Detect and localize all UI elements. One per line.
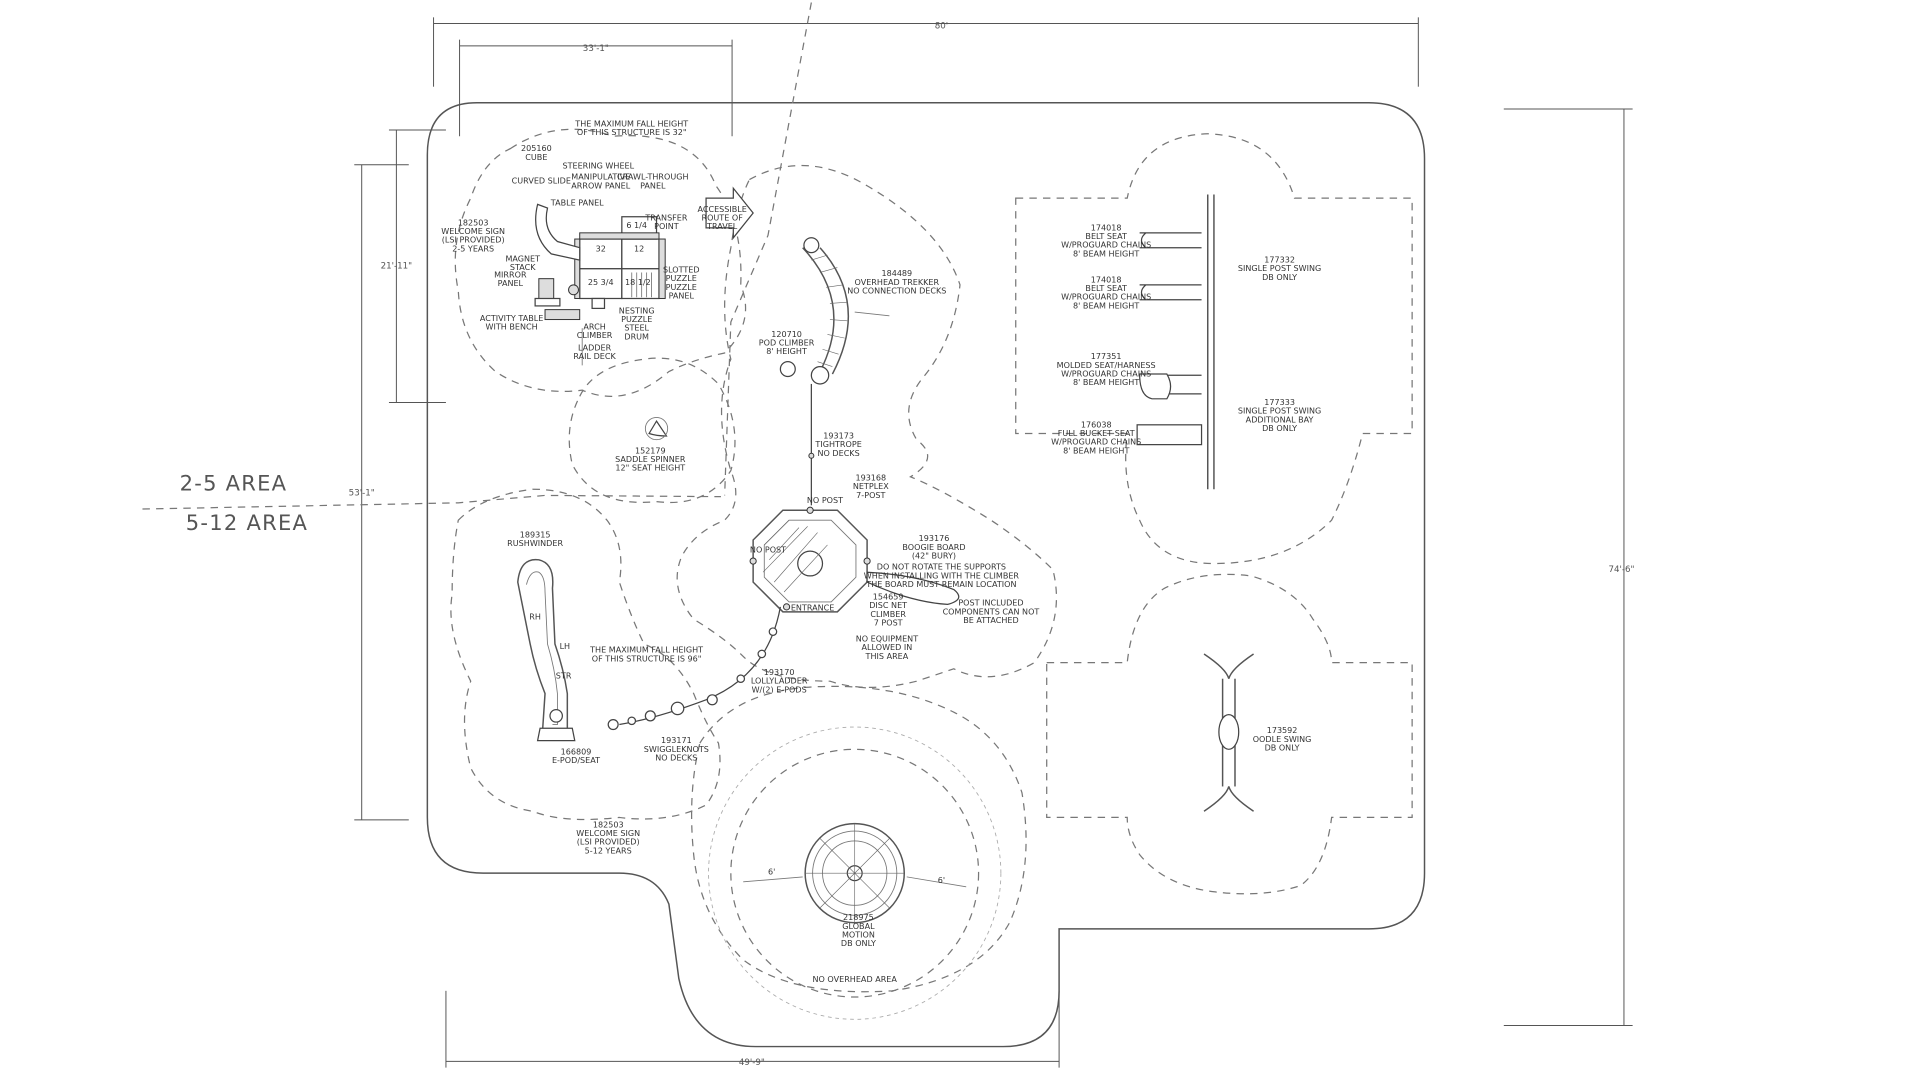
deck-height-12: 12 xyxy=(634,244,644,253)
tightrope xyxy=(808,383,815,506)
slide-lh-label: LH xyxy=(560,642,571,651)
callout-overhead-area: NO OVERHEAD AREA xyxy=(813,975,898,984)
rushwinder-slide xyxy=(517,558,576,742)
dim-6-right: 6' xyxy=(938,876,945,885)
area-divider-line xyxy=(142,494,721,510)
swing-frame xyxy=(1136,194,1215,490)
deck-height-25-3-4: 25 3/4 xyxy=(588,278,614,287)
global-motion xyxy=(743,822,967,924)
callout-steering-wheel: STEERING WHEEL xyxy=(562,161,634,170)
accessible-route-arrow xyxy=(705,186,754,240)
netplex-structure xyxy=(749,506,871,613)
dim-left-upper-height: 21'-11" xyxy=(381,262,413,272)
deck-height-6-1-4: 6 1/4 xyxy=(626,221,647,230)
safety-surfacing-outline xyxy=(426,102,1426,1048)
callout-curved-slide: CURVED SLIDE xyxy=(512,176,571,185)
dim-right-height: 74'-6" xyxy=(1608,565,1634,575)
dim-overall-width: 80' xyxy=(935,21,948,31)
saddle-spinner-symbol xyxy=(644,416,669,441)
dim-top-left-width: 33'-1" xyxy=(583,44,609,54)
deck-height-32: 32 xyxy=(596,244,606,253)
slide-rh-label: RH xyxy=(529,612,541,621)
dimension-lines xyxy=(354,17,1633,1068)
boogie-board xyxy=(866,571,960,606)
dim-left-overall-height: 53'-1" xyxy=(349,488,375,498)
slide-str-label: STR xyxy=(556,672,572,681)
dim-bottom-width: 49'-9" xyxy=(739,1058,765,1068)
callout-table-panel: TABLE PANEL xyxy=(550,199,604,208)
callout-no-post-2: NO POST xyxy=(750,545,786,554)
diagonal-boundary-line xyxy=(724,2,812,496)
oodle-swing xyxy=(1203,653,1254,812)
use-zones xyxy=(450,128,1413,1020)
dim-6-left: 6' xyxy=(768,867,775,876)
callout-entrance: ENTRANCE xyxy=(791,604,835,613)
area-label-5-12: 5-12 AREA xyxy=(186,510,308,535)
callout-no-post-1: NO POST xyxy=(807,496,843,505)
area-label-2-5: 2-5 AREA xyxy=(180,470,288,495)
deck-height-18-1-2: 18 1/2 xyxy=(625,278,651,287)
overhead-trekker xyxy=(779,237,890,385)
preschool-structure xyxy=(534,203,666,366)
lollyladder xyxy=(607,606,781,731)
